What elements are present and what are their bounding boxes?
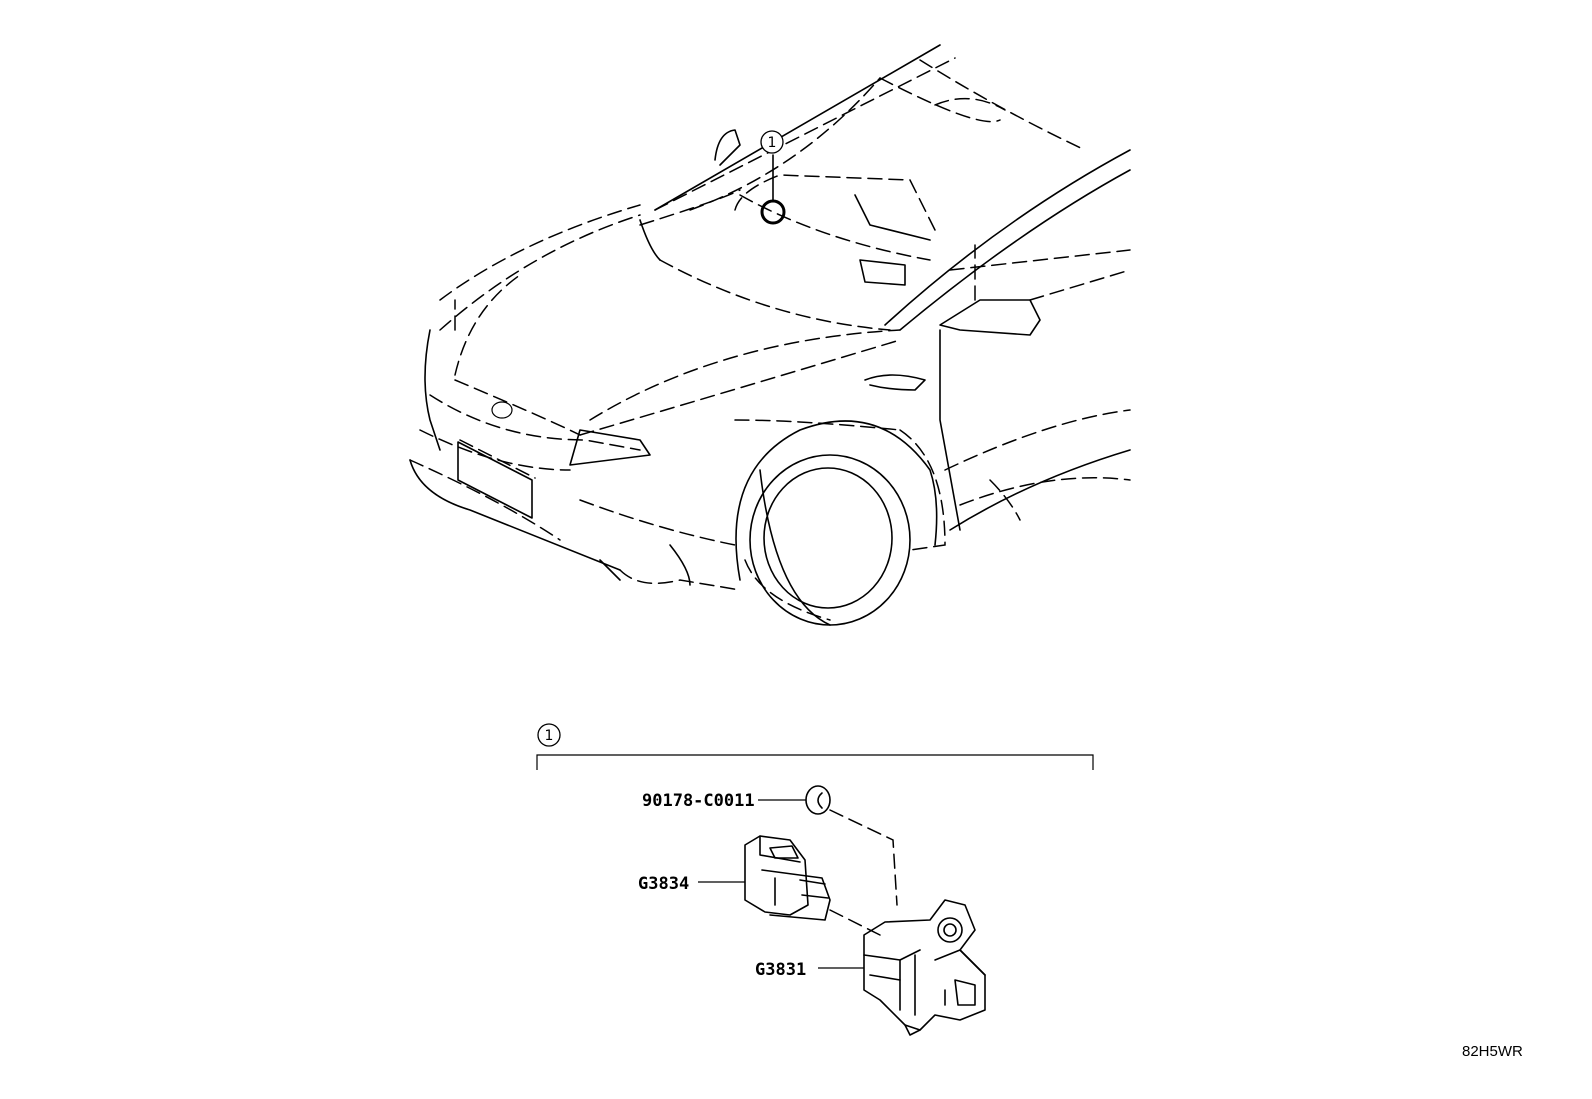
group-callout: 1 xyxy=(537,723,561,747)
diagram-code: 82H5WR xyxy=(1462,1043,1523,1060)
part-connector xyxy=(698,835,881,936)
part-sensor xyxy=(818,899,986,1036)
part-nut xyxy=(758,785,898,906)
car-callout: 1 xyxy=(760,130,784,154)
car-callout-number: 1 xyxy=(768,135,777,151)
group-bracket xyxy=(536,754,1094,770)
vehicle-illustration xyxy=(409,44,1131,626)
group-callout-number: 1 xyxy=(545,728,554,744)
part-number-nut: 90178-C0011 xyxy=(642,791,755,811)
part-number-sensor: G3831 xyxy=(755,960,806,980)
part-number-connector: G3834 xyxy=(638,874,689,894)
sensor-location-marker xyxy=(760,199,786,225)
